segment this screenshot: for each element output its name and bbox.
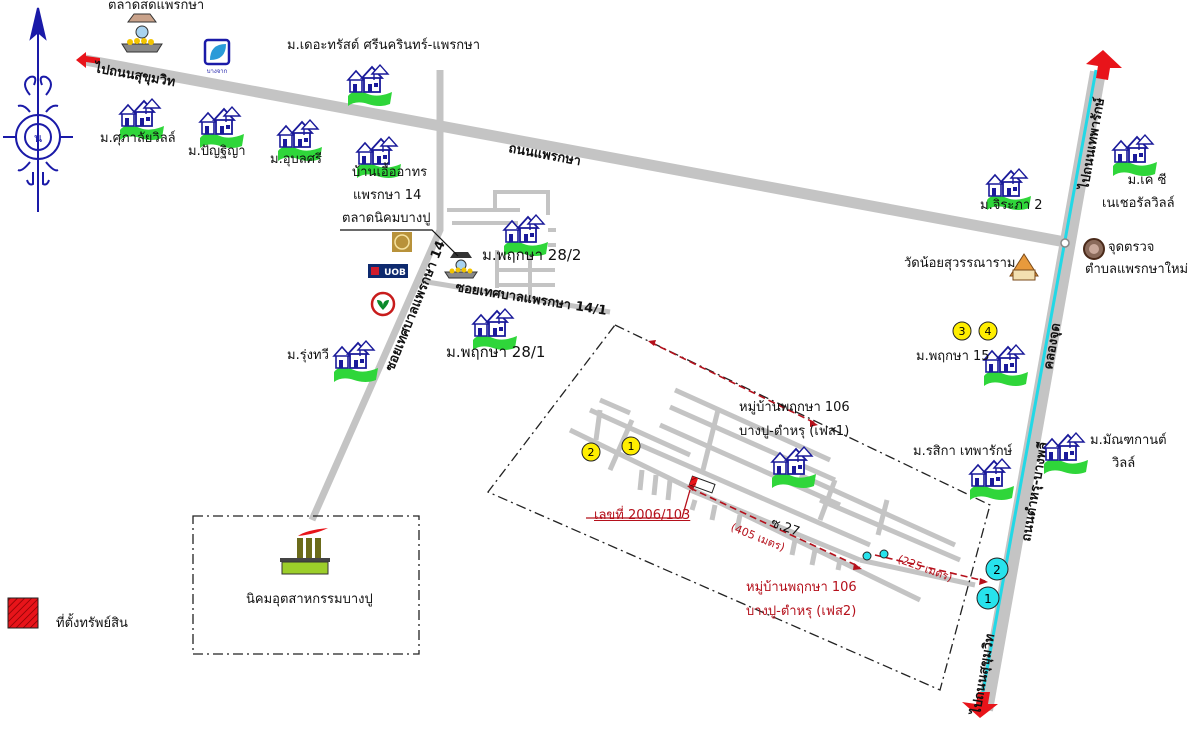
label-montakan-1: ม.มัณฑกานต์ [1090,433,1167,448]
label-the-trust: ม.เดอะทรัสต์ ศรีนครินทร์-แพรกษา [287,38,481,53]
yellow-marker-4-label: 4 [985,325,992,338]
canal-khlong-chut [978,69,1098,709]
market-nikhom-icon [444,252,478,279]
house-icon-rasika [969,458,1015,501]
kasikorn-bank-logo-icon [370,291,396,317]
yellow-marker-3[interactable] [952,321,972,341]
property-callout-line [586,489,691,519]
yellow-marker-1-label: 1 [628,440,635,453]
junction-marker [1060,238,1070,248]
arrow-to-sukhumvit-icon [76,52,100,68]
house-icon-montakan-ville [1043,432,1089,475]
checkpoint-seal-icon [1083,238,1105,260]
label-kc-nature-1: ม.เค ซี [1127,173,1167,188]
label-phase2-line1: หมู่บ้านพฤกษา 106 [746,580,857,595]
boundary-phruksa-106 [486,324,991,691]
cyan-marker-1[interactable] [976,586,1000,610]
label-rungthawi: ม.รุ่งทวี [287,348,329,363]
north-compass-icon [3,7,73,212]
label-market-nikhom: ตลาดนิคมบางปู [342,211,431,226]
label-rasika: ม.รสิกา เทพารักษ์ [913,444,1013,459]
property-marker[interactable] [688,475,716,494]
compass-north-label: น [34,131,42,145]
cyan-marker-small-3[interactable] [879,549,889,559]
road-grid-phruksa-28-2 [447,190,556,300]
property-address-label[interactable]: เลขที่ 2006/103 [594,508,691,523]
label-panyathiya: ม.ปัญฐิญา [188,144,246,159]
label-montakan-2: วิลล์ [1112,456,1136,471]
yellow-marker-2[interactable] [581,442,601,462]
yellow-marker-3-label: 3 [959,325,966,338]
arrow-to-sukhumvit-south-icon [962,692,998,718]
cyan-marker-2[interactable] [985,557,1009,581]
label-phase1-line2: บางปู-ตำหรุ (เฟส1) [739,424,850,439]
market-praeksa-icon [121,13,163,53]
factory-icon [280,528,330,575]
uob-logo-icon [368,264,408,278]
road-thepharak [977,69,1106,712]
label-checkpoint-1: จุดตรวจ [1108,240,1155,255]
label-bangpoo-industrial-estate: นิคมอุตสาหกรรมบางปู [246,592,373,607]
legend-property-swatch [7,597,39,629]
arrow-to-thepharak-icon [1086,50,1122,80]
bank-krungthai-logo-icon [392,232,412,252]
bangchak-logo-label: บางจาก [207,68,228,75]
label-wat-noi-suwannaram: วัดน้อยสุวรรณาราม [904,256,1016,271]
cyan-marker-2-label: 2 [993,563,1001,577]
legend-property-label: ที่ตั้งทรัพย์สิน [56,616,128,631]
house-icon-phruksa-15 [983,344,1029,387]
label-ban-uea-athon-2: แพรกษา 14 [353,188,422,203]
road-praeksa [83,54,1067,248]
uob-logo-label: UOB [384,268,406,278]
boundary-industrial [192,515,420,655]
temple-icon [1009,253,1039,281]
house-icon-rungthawi [333,340,379,383]
road-soi-14-1 [414,277,611,315]
label-phase2-line2: บางปู-ตำหรุ (เฟส2) [746,604,857,619]
route-lines [649,341,986,582]
label-phruksa-28-2: ม.พฤกษา 28/2 [482,246,582,264]
cyan-marker-1-label: 1 [984,592,992,606]
label-phruksa-28-1: ม.พฤกษา 28/1 [446,343,546,361]
house-icon-panyathiya [199,106,245,149]
label-ban-uea-athon-1: บ้านเอื้ออาทร [352,165,428,180]
cyan-marker-small-4[interactable] [862,551,872,561]
market-nikhom-callout-line [340,229,459,257]
label-jiraphat-2: ม.จิระภา 2 [980,198,1043,213]
house-icon-kc-nature-ville [1112,134,1158,177]
label-phruksa-15: ม.พฤกษา 15 [916,349,990,364]
road-grid-phruksa-106 [568,387,976,603]
label-kc-nature-2: เนเชอรัลวิลล์ [1102,196,1175,211]
label-checkpoint-2: ตำบลแพรกษาใหม่ [1085,262,1189,277]
label-subhalai-ville: ม.ศุภาลัยวิลล์ [100,131,176,146]
bangchak-logo-icon [203,38,231,66]
label-phase1-line1: หมู่บ้านพฤกษา 106 [739,400,850,415]
yellow-marker-2-label: 2 [588,446,595,459]
yellow-marker-4[interactable] [978,321,998,341]
yellow-marker-1[interactable] [621,436,641,456]
label-ubonsri: ม.อุบลศรี [270,152,322,167]
label-market-praeksa: ตลาดสดแพรกษา [108,0,205,13]
road-soi-14 [308,70,444,522]
house-icon-the-trust [347,64,393,107]
